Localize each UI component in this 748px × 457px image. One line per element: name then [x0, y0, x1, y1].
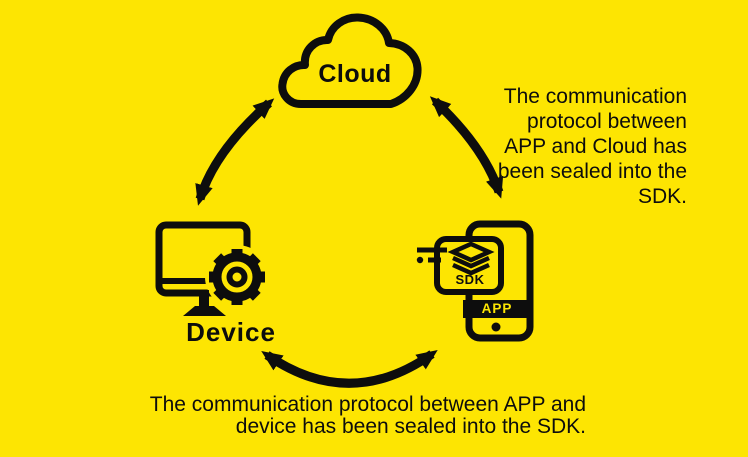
annotation-cloud-app: The communication protocol between APP a…: [498, 84, 687, 209]
gear-icon: [209, 249, 265, 305]
annotation-device-app: The communication protocol between APP a…: [150, 394, 586, 438]
speed-lines-icon: [416, 247, 447, 264]
home-button-dot: [491, 322, 501, 332]
cloud-label: Cloud: [318, 60, 392, 88]
annotation-line: device has been sealed into the SDK.: [235, 415, 586, 438]
app-label: APP: [481, 301, 513, 316]
monitor-stand: [183, 290, 226, 316]
annotation-line: The communication protocol between APP a…: [149, 393, 586, 416]
arrow-device-cloud: [195, 98, 275, 206]
annotation-line: been sealed into the: [497, 160, 687, 183]
annotation-line: SDK.: [637, 185, 687, 208]
app-band: [463, 300, 531, 318]
device-label: Device: [186, 317, 276, 347]
arrow-cloud-app: [429, 96, 504, 199]
annotation-line: APP and Cloud has: [504, 135, 687, 158]
cloud-icon: [278, 13, 422, 108]
arrow-device-app: [261, 349, 438, 388]
annotation-line: The communication: [503, 85, 687, 108]
annotation-line: protocol between: [527, 110, 687, 133]
sdk-layers-icon: [447, 241, 495, 276]
sdk-label: SDK: [455, 272, 485, 287]
